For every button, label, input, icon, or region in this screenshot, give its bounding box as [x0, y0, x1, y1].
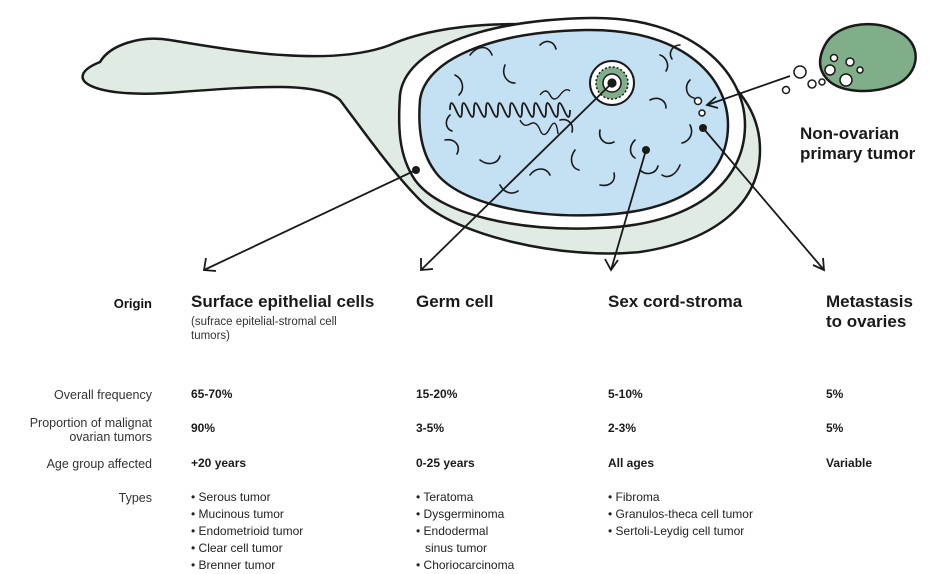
list-item: Endodermal: [416, 523, 514, 540]
column-subtitle: (sufrace epitelial-stromal cell tumors): [191, 315, 376, 343]
frequency-value: 65-70%: [191, 387, 232, 401]
age-value: All ages: [608, 456, 654, 470]
row-label-malignant: Proportion of malignat ovarian tumors: [30, 416, 152, 444]
list-item: Sertoli-Leydig cell tumor: [608, 523, 753, 540]
types-list: Fibroma Granulos-theca cell tumor Sertol…: [608, 489, 753, 540]
list-item: Dysgerminoma: [416, 506, 514, 523]
frequency-value: 5-10%: [608, 387, 643, 401]
malignant-value: 3-5%: [416, 421, 444, 435]
tumor-label-line-2: primary tumor: [800, 144, 915, 164]
column-title: Germ cell: [416, 292, 494, 312]
malignant-value: 2-3%: [608, 421, 636, 435]
list-item: Fibroma: [608, 489, 753, 506]
row-label-origin: Origin: [114, 297, 152, 311]
types-list: Teratoma Dysgerminoma Endodermal sinus t…: [416, 489, 514, 574]
list-item: Mucinous tumor: [191, 506, 303, 523]
column-title: Surface epithelial cells: [191, 292, 374, 312]
list-item: Serous tumor: [191, 489, 303, 506]
column-title: Sex cord-stroma: [608, 292, 742, 312]
row-label-malignant-line-1: Proportion of malignat: [30, 416, 152, 430]
list-item-continuation: sinus tumor: [416, 540, 514, 557]
metastatic-cell: [699, 110, 705, 116]
list-item: Teratoma: [416, 489, 514, 506]
ovary-stroma: [419, 30, 728, 215]
tumor-label-line-1: Non-ovarian: [800, 124, 915, 144]
metastatic-cell: [695, 98, 702, 105]
age-value: 0-25 years: [416, 456, 475, 470]
list-item: Endometrioid tumor: [191, 523, 303, 540]
row-label-age: Age group affected: [47, 457, 152, 471]
list-item: Choriocarcinoma: [416, 557, 514, 574]
column-title-line-2: to ovaries: [826, 312, 906, 332]
age-value: +20 years: [191, 456, 246, 470]
non-ovarian-tumor-label: Non-ovarian primary tumor: [800, 124, 915, 164]
age-value: Variable: [826, 456, 872, 470]
frequency-value: 15-20%: [416, 387, 457, 401]
list-item: Brenner tumor: [191, 557, 303, 574]
ovary-diagram: [0, 0, 933, 290]
malignant-value: 90%: [191, 421, 215, 435]
row-label-types: Types: [119, 491, 152, 505]
list-item: Clear cell tumor: [191, 540, 303, 557]
frequency-value: 5%: [826, 387, 843, 401]
column-title: Metastasis: [826, 292, 913, 312]
row-label-frequency: Overall frequency: [54, 388, 152, 402]
malignant-value: 5%: [826, 421, 843, 435]
list-item: Granulos-theca cell tumor: [608, 506, 753, 523]
types-list: Serous tumor Mucinous tumor Endometrioid…: [191, 489, 303, 574]
row-label-malignant-line-2: ovarian tumors: [30, 430, 152, 444]
